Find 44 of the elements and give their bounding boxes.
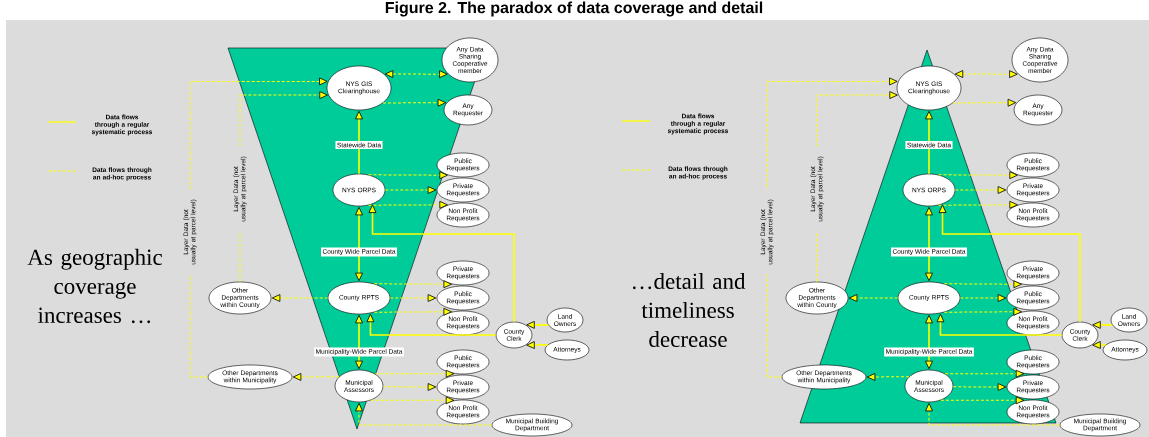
arrow — [389, 294, 437, 302]
arrow — [925, 110, 933, 175]
arrow — [1092, 321, 1114, 329]
arrow — [952, 383, 1007, 391]
arrow — [373, 280, 452, 289]
arrow — [866, 373, 910, 381]
arrow — [938, 204, 1081, 323]
arrow — [925, 206, 933, 282]
arrow — [368, 204, 515, 323]
arrow — [943, 307, 1022, 316]
arrow — [936, 313, 1063, 336]
arrow — [355, 110, 363, 175]
side-text: …detail and timeliness decrease — [632, 272, 746, 348]
arrow — [943, 280, 1022, 289]
arrow — [848, 294, 899, 302]
arrow — [370, 396, 455, 405]
arrow — [526, 341, 549, 349]
arrow — [373, 307, 452, 316]
arrow — [368, 200, 448, 209]
arrow — [355, 314, 363, 370]
arrow — [944, 369, 1025, 378]
arrow — [366, 313, 497, 336]
arrow — [954, 186, 1007, 194]
arrow — [925, 402, 1061, 426]
arrow — [292, 373, 340, 381]
arrow — [374, 369, 455, 378]
arrow — [1092, 341, 1107, 349]
arrow — [938, 200, 1018, 209]
arrow — [382, 383, 437, 391]
side-text: As geographic coverage increases … — [27, 248, 162, 324]
arrow — [952, 98, 1017, 107]
arrow — [384, 186, 437, 194]
arrow — [954, 70, 1018, 79]
arrow — [355, 206, 363, 282]
arrow — [940, 396, 1025, 405]
arrow — [938, 171, 1018, 180]
arrow — [526, 321, 550, 329]
arrow — [384, 70, 448, 79]
arrow — [382, 98, 447, 107]
arrow — [959, 294, 1007, 302]
arrow — [368, 171, 448, 180]
arrow — [355, 402, 493, 426]
title: Figure 2. The paradox of data coverage and detail — [385, 1, 763, 17]
arrow — [925, 314, 933, 370]
